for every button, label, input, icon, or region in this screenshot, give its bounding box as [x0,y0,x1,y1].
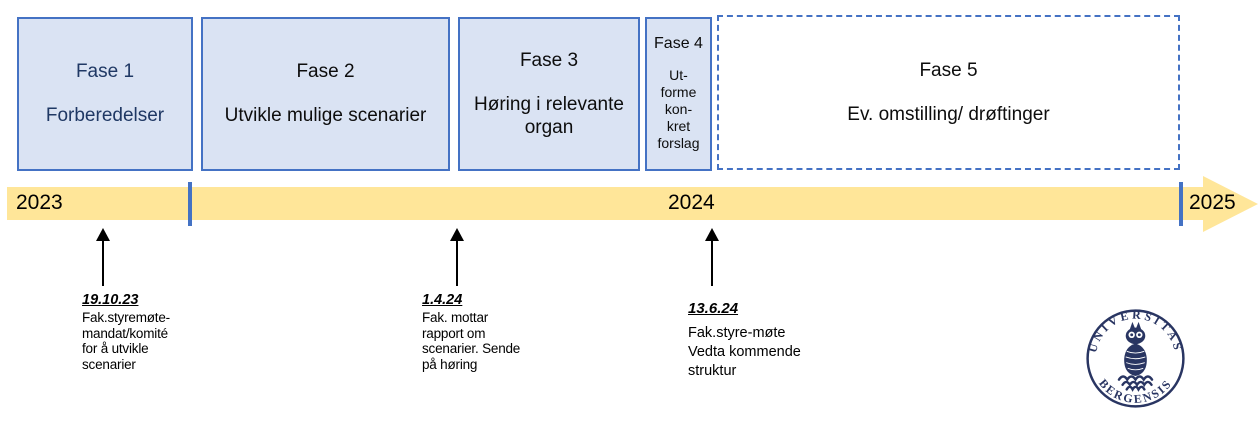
waves-icon [1117,375,1154,392]
arrow-head [705,228,719,241]
phase-title: Fase 4 [654,35,703,52]
milestone-line: struktur [688,363,737,379]
phase-description: Ut- forme kon- kret forslag [657,67,700,151]
milestone-date: 1.4.24 [422,292,463,308]
phase-box-fase-4: Fase 4 Ut- forme kon- kret forslag [645,17,712,171]
phase-box-fase-3: Fase 3 Høring i relevante organ [458,17,640,171]
milestone-line: scenarier. Sende [422,341,521,356]
phase-description: Utvikle mulige scenarier [224,105,427,126]
university-of-bergen-seal-logo: UNIVERSITAS BERGENSIS [1085,308,1185,408]
arrow-head [96,228,110,241]
year-label-2024: 2024 [668,191,715,214]
milestone-line: for å utvikle [82,341,149,356]
timeline-band [7,187,1203,220]
milestone-line: Fak.styremøte- [82,310,170,325]
milestone-line: mandat/komité [82,325,168,341]
arrow-shaft [711,239,713,286]
milestone-line: Fak. mottar [422,310,489,325]
owl-icon [1124,321,1147,377]
timeline-tick-2025 [1179,182,1183,226]
milestone-line: Vedta kommende [688,344,801,360]
phase-description: Ev. omstilling/ drøftinger [847,103,1050,125]
milestone-line: rapport om [422,325,486,341]
phase-description: Høring i relevante organ [474,93,624,138]
milestone-line: scenarier [82,356,136,372]
milestone-19-10-23: 19.10.23 Fak.styremøte- mandat/komité fo… [82,292,212,372]
arrow-head [450,228,464,241]
phase-box-fase-5: Fase 5 Ev. omstilling/ drøftinger [717,15,1180,170]
phase-title: Fase 3 [519,49,579,71]
milestone-date: 19.10.23 [82,292,139,308]
year-label-2023: 2023 [16,191,63,214]
timeline-arrowhead-icon [1203,176,1258,232]
year-label-2025: 2025 [1189,191,1236,214]
up-arrow-icon [96,228,110,286]
seal-ring [1086,309,1185,408]
arrow-shaft [456,239,458,286]
milestone-1-4-24: 1.4.24 Fak. mottar rapport om scenarier.… [422,292,552,372]
phase-title: Fase 1 [75,61,135,82]
up-arrow-icon [705,228,719,286]
phase-box-fase-2: Fase 2 Utvikle mulige scenarier [201,17,450,171]
milestone-13-6-24: 13.6.24 Fak.styre-møte Vedta kommende st… [688,300,828,381]
phase-box-fase-1: Fase 1 Forberedelser [17,17,193,171]
milestone-date: 13.6.24 [688,300,739,317]
milestone-line: Fak.styre-møte [688,325,786,341]
timeline-tick-2024 [188,182,192,226]
phase-description: Forberedelser [45,105,165,126]
phase-title: Fase 2 [296,61,355,82]
arrow-shaft [102,239,104,286]
milestone-line: på høring [422,356,478,372]
up-arrow-icon [450,228,464,286]
phase-title: Fase 5 [919,59,978,81]
